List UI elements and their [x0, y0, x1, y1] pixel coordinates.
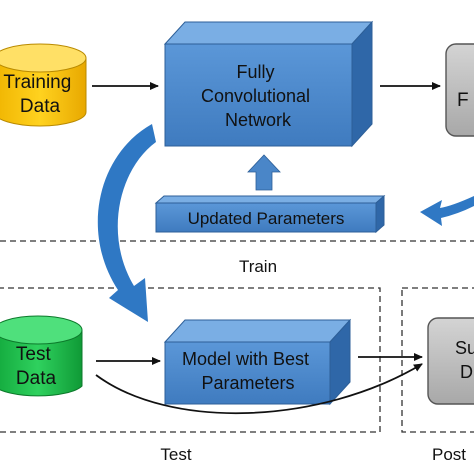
partial-top-label: F: [457, 90, 469, 111]
train-section-label: Train: [239, 257, 277, 276]
updated-parameters-box: Updated Parameters: [154, 194, 386, 234]
updated-parameters-label: Updated Parameters: [188, 209, 345, 228]
test-data-label: Test Data: [16, 344, 57, 389]
test-section-label: Test: [160, 445, 191, 464]
test-section-box: [0, 287, 381, 433]
best-model-label: Model with Best Parameters: [182, 349, 314, 393]
arrow-fcn-to-best-model: [97, 124, 156, 322]
arrow-test-curve-to-post: [95, 363, 423, 415]
post-section-box: [401, 287, 474, 433]
partial-gray-box-bottom: Su D: [427, 317, 474, 405]
training-data-label: Training Data: [3, 72, 76, 117]
arrow-update-up: [247, 154, 281, 191]
training-data-cylinder: Training Data: [0, 43, 87, 127]
test-data-cylinder: Test Data: [0, 315, 83, 397]
post-section-label: Post: [432, 445, 466, 464]
fcn-box: Fully Convolutional Network: [163, 20, 374, 148]
partial-bottom-label: Su D: [455, 338, 474, 382]
arrow-feedback: [420, 196, 474, 226]
partial-gray-box-top: F: [445, 43, 474, 137]
fcn-label: Fully Convolutional Network: [201, 62, 315, 130]
best-model-box: Model with Best Parameters: [163, 318, 352, 406]
